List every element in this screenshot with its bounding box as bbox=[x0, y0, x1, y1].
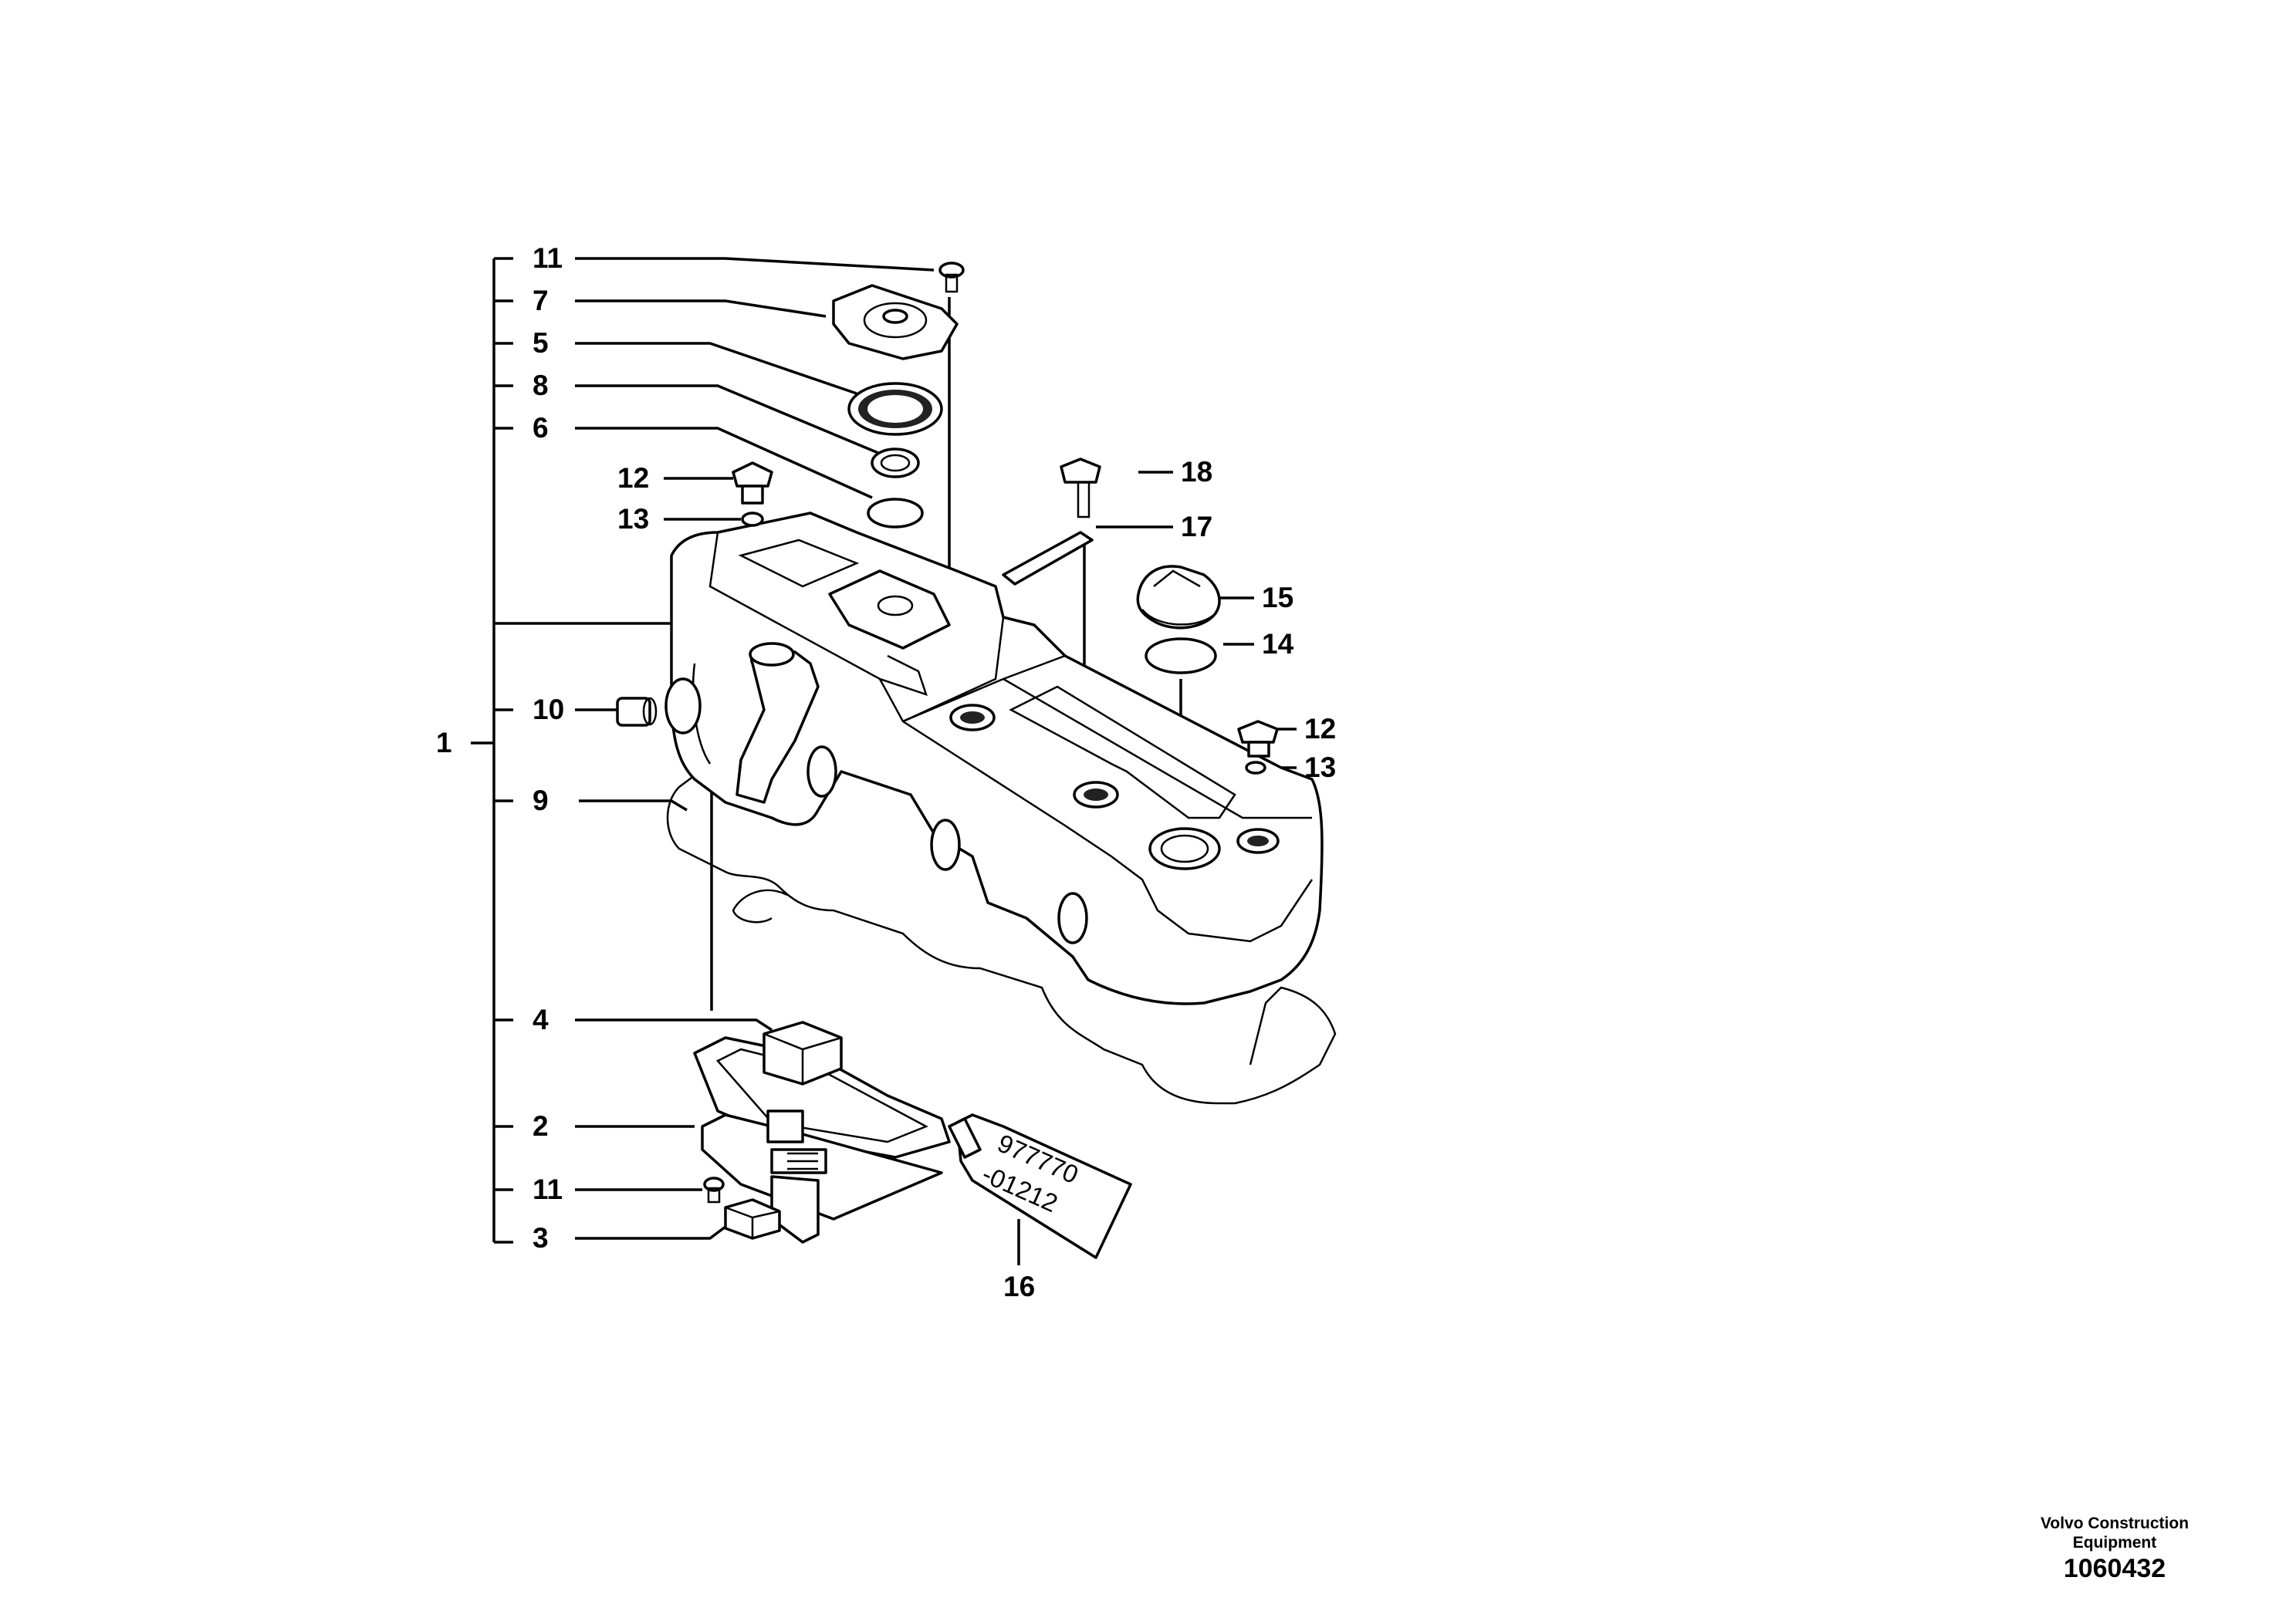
callout-1: 1 bbox=[436, 727, 452, 758]
callout-18: 18 bbox=[1181, 456, 1212, 488]
callout-2: 2 bbox=[533, 1110, 549, 1142]
callout-17: 17 bbox=[1181, 511, 1212, 542]
ring-6 bbox=[867, 498, 924, 529]
callout-labels: 11 7 5 8 6 12 13 10 1 9 4 2 11 3 18 17 1… bbox=[436, 242, 1336, 1302]
callout-6: 6 bbox=[533, 412, 549, 444]
callout-14: 14 bbox=[1262, 628, 1294, 660]
company-caption: Volvo Construction Equipment bbox=[2014, 1514, 2215, 1552]
sealant-tube-16: 977770 -01212 bbox=[948, 1113, 1132, 1259]
washer-13-right bbox=[1245, 761, 1266, 775]
plug-10 bbox=[616, 697, 658, 727]
valve-cover-body bbox=[664, 512, 1324, 1005]
block-3 bbox=[724, 1198, 781, 1240]
diaphragm-5 bbox=[847, 382, 943, 436]
strap-17 bbox=[1002, 531, 1094, 586]
callout-13-left: 13 bbox=[617, 503, 649, 535]
spring-8 bbox=[871, 447, 920, 478]
callout-15: 15 bbox=[1262, 582, 1293, 613]
assembly-bracket bbox=[471, 257, 671, 1244]
cap-7 bbox=[832, 284, 959, 360]
plate-assembly bbox=[693, 1021, 951, 1244]
washer-13-left bbox=[741, 512, 764, 527]
callout-10: 10 bbox=[533, 694, 564, 725]
callout-8: 8 bbox=[533, 370, 549, 401]
screw-18 bbox=[1060, 458, 1101, 518]
plug-12-left bbox=[732, 461, 773, 505]
callout-4: 4 bbox=[533, 1004, 549, 1035]
callout-11-top: 11 bbox=[533, 242, 563, 274]
plug-12-right bbox=[1237, 720, 1279, 758]
callout-11-bottom: 11 bbox=[533, 1174, 563, 1205]
filler-cap-15 bbox=[1136, 565, 1221, 630]
company-line1: Volvo Construction bbox=[2040, 1515, 2189, 1532]
callout-5: 5 bbox=[533, 327, 549, 359]
callout-13-right: 13 bbox=[1304, 751, 1336, 783]
screw-11-bottom bbox=[703, 1177, 725, 1204]
drawing-number: 1060432 bbox=[2063, 1554, 2166, 1583]
callout-9: 9 bbox=[533, 785, 549, 816]
o-ring-14 bbox=[1145, 637, 1217, 674]
callout-12-right: 12 bbox=[1304, 713, 1336, 745]
callout-12-left: 12 bbox=[617, 462, 649, 494]
callout-3: 3 bbox=[533, 1222, 549, 1254]
company-line2: Equipment bbox=[2072, 1534, 2157, 1552]
callout-16: 16 bbox=[1003, 1271, 1035, 1302]
screw-11-top bbox=[938, 262, 965, 293]
callout-7: 7 bbox=[533, 285, 549, 316]
